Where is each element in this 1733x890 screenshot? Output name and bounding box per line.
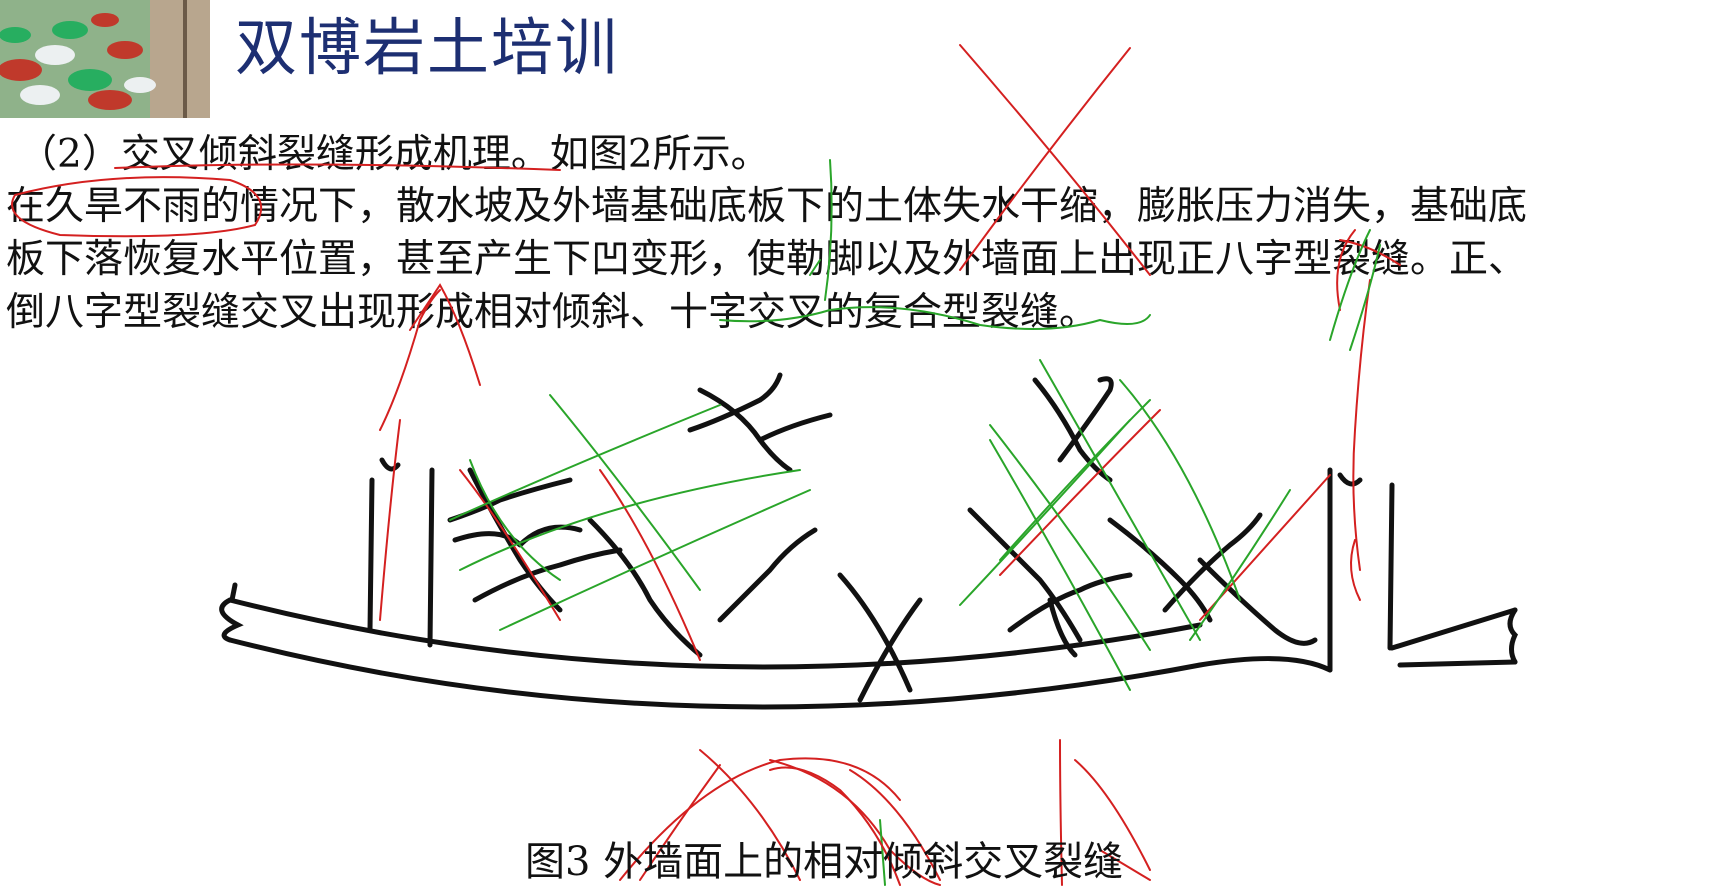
paragraph-line: 在久旱不雨的情况下，散水坡及外墙基础底板下的土体失水干缩，膨胀压力消失，基础底 — [6, 184, 1528, 229]
red-annotations — [11, 44, 1401, 886]
umbrella-photo-icon — [0, 0, 210, 118]
header-photo — [0, 0, 210, 118]
crack-strokes — [447, 372, 1318, 703]
green-annotations — [449, 159, 1381, 886]
section-subheading: （2）交叉倾斜裂缝形成机理。如图2所示。 — [18, 132, 770, 177]
paragraph-line: 倒八字型裂缝交叉出现形成相对倾斜、十字交叉的复合型裂缝。 — [6, 290, 1099, 335]
paragraph-line: 板下落恢复水平位置，甚至产生下凹变形，使勒脚以及外墙面上出现正八字型裂缝。正、 — [6, 237, 1528, 282]
red-annotations-2 — [769, 759, 1151, 886]
wall-foundation-sketch — [219, 457, 1519, 710]
page-title: 双博岩土培训 — [235, 11, 620, 84]
figure-caption: 图3 外墙面上的相对倾斜交叉裂缝 — [525, 839, 1124, 885]
